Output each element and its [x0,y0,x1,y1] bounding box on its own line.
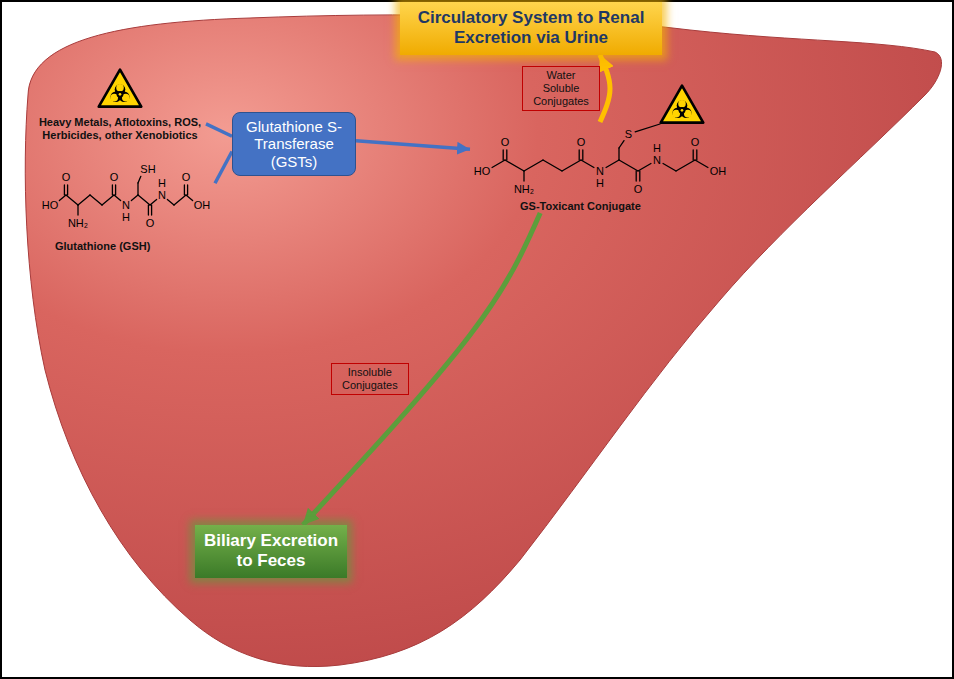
bond-line [618,148,619,160]
bond-line [582,150,583,160]
node-text: Circulatory System to Renal Excretion vi… [408,8,654,49]
bond-line [696,150,697,160]
atom-label: H [596,178,604,189]
bond-line [636,171,637,181]
bond-line [77,205,78,215]
atom-label: N [596,166,604,177]
atom-label: H [158,178,166,189]
atom-label: OH [194,200,211,211]
biohazard-symbol [661,86,703,123]
bond-line [78,195,90,205]
bond-line [503,150,504,160]
bond-line [186,195,193,201]
bond-line [67,185,68,195]
biliary-excretion-box: Biliary Excretion to Feces [195,525,347,578]
atom-label: N [653,155,661,166]
bond-line [131,195,138,201]
bond-line [562,160,581,171]
toxicant-list: Heavy Metals, Aflotoxins, ROS, Herbicide… [34,116,206,142]
flow-arrow [600,55,610,122]
bond-line [64,185,65,195]
node-text: GS-Toxicant Conjugate [520,200,730,213]
bond-line [579,150,580,160]
bond-line [112,185,113,195]
bond-line [150,199,157,205]
liver-outline [25,15,941,667]
bond-line [506,150,507,160]
bond-line [66,195,78,205]
atom-label: O [62,172,71,183]
bond-line [102,195,114,205]
atom-label: SH [140,164,155,175]
bond-line [505,160,524,171]
bond-line [619,160,638,171]
atom-label: H [653,143,661,154]
bond-line [148,205,149,215]
atom-label: O [146,218,155,229]
node-text: Glutathione S-Transferase (GSTs) [240,118,348,170]
atom-label: HO [42,200,59,211]
bond-line [639,171,640,181]
atom-label: O [501,137,510,148]
atom-label: NH₂ [514,184,534,195]
bond-line [174,195,186,205]
atom-label: OH [710,166,727,177]
flow-arrow [303,213,540,525]
bond-line [59,195,66,201]
bond-line [606,160,619,167]
atom-label: NH₂ [68,218,88,229]
bond-line [138,176,141,183]
atom-label: O [577,137,586,148]
edge-label-box: Water Soluble Conjugates [522,66,600,111]
atom-label: O [110,172,119,183]
atom-label: HO [474,166,491,177]
bond-line [523,171,524,181]
bond-line [151,205,152,215]
bond-line [581,160,594,167]
bond-line [663,164,676,171]
bond-line [167,199,174,205]
bond-line [619,141,624,148]
flow-arrow [206,124,232,136]
bond-line [524,160,543,171]
atom-label: N [122,200,130,211]
bond-line [138,195,150,205]
bond-line [638,164,651,171]
node-text: Heavy Metals, Aflotoxins, ROS, Herbicide… [34,116,206,142]
bond-line [635,124,660,132]
bond-line [492,160,505,167]
bond-line [114,195,121,201]
node-text: Biliary Excretion to Feces [201,531,341,572]
atom-label: S [625,129,632,140]
bond-line [90,195,102,205]
atom-label: N [158,190,166,201]
edge-label-box: Insoluble Conjugates [331,363,409,395]
atom-label: H [122,212,130,223]
atom-label: O [691,137,700,148]
bond-line [693,150,694,160]
flow-arrow [356,141,470,150]
bond-line [187,185,188,195]
enzyme-box: Glutathione S-Transferase (GSTs) [232,112,356,176]
bond-line [676,160,695,171]
bond-line [543,160,562,171]
renal-excretion-box: Circulatory System to Renal Excretion vi… [400,2,662,55]
flow-arrow [215,152,232,184]
atom-label: O [182,172,191,183]
node-text: Glutathione (GSH) [55,240,215,253]
atom-label: O [634,184,643,195]
bond-line [184,185,185,195]
bond-line [137,183,138,195]
biohazard-symbol [99,70,141,107]
bond-line [115,185,116,195]
bond-line [695,160,708,167]
